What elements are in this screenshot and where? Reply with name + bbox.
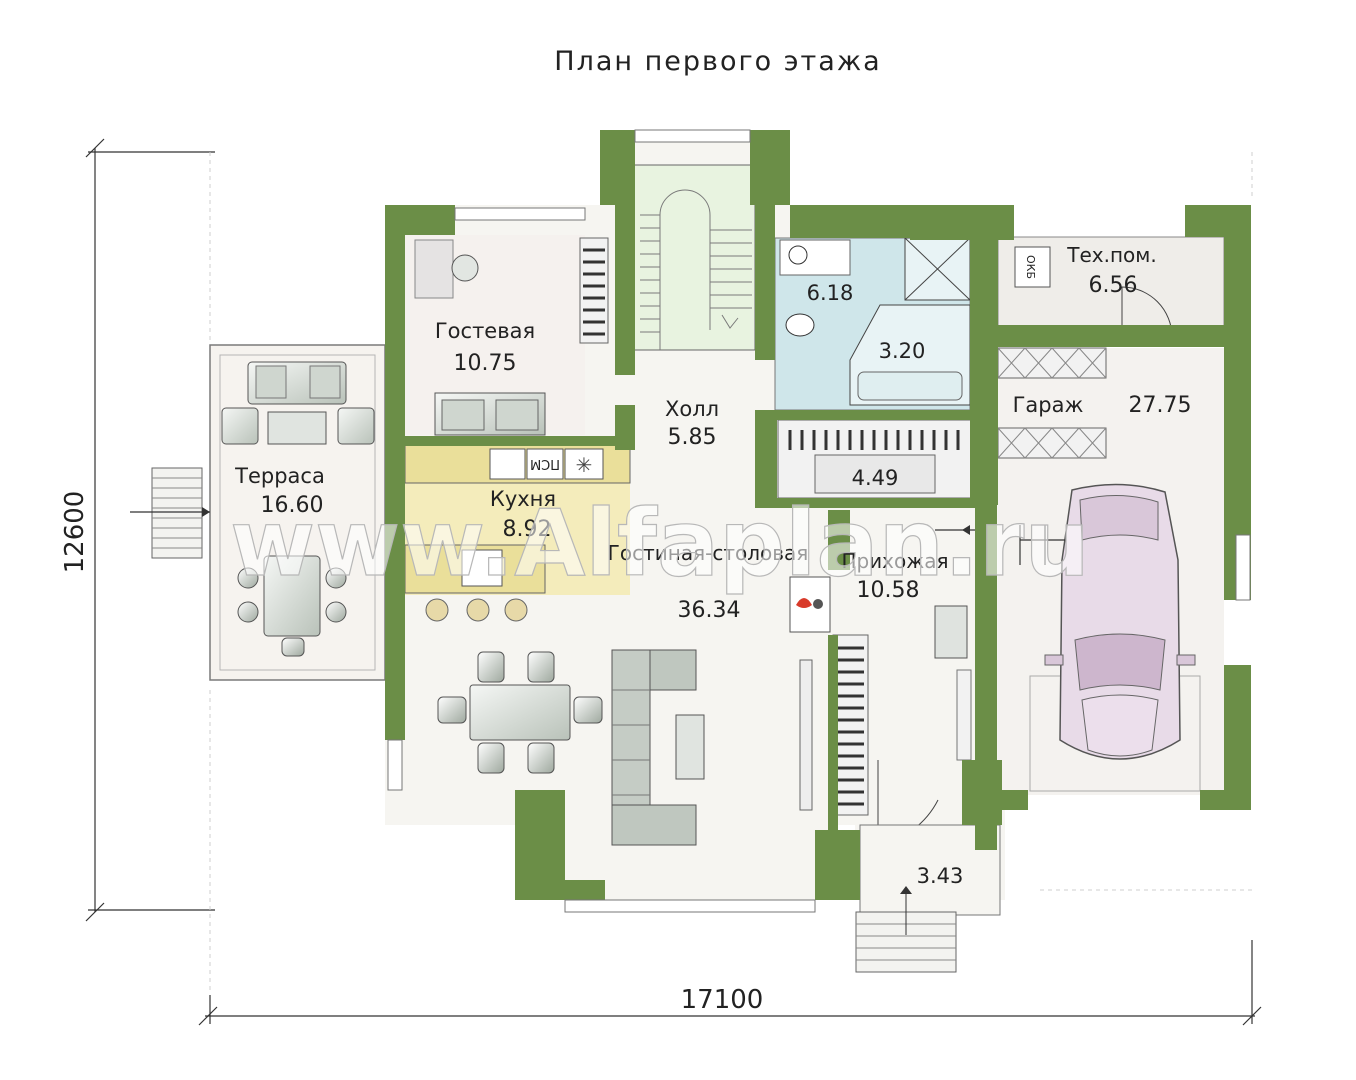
boiler-icon <box>1014 246 1051 288</box>
lamp-icon <box>451 254 479 282</box>
facade-guides <box>209 152 1253 990</box>
stairs <box>640 189 752 350</box>
area-bath-tub: 3.20 <box>879 339 926 363</box>
dimension-width-label: 17100 <box>681 985 764 1015</box>
terrace <box>130 344 386 681</box>
room-name-terrace: Терраса <box>234 464 325 488</box>
room-labels: Терраса 16.60 Гостевая 10.75 Холл 5.85 К… <box>234 243 1191 888</box>
room-name-guest: Гостевая <box>435 319 535 343</box>
guest-wardrobe <box>579 237 609 344</box>
boiler-label: ОКБ <box>1024 255 1037 279</box>
toilet-icon <box>785 313 815 337</box>
plan-title: План первого этажа <box>554 46 881 77</box>
room-name-kitchen: Кухня <box>490 487 556 511</box>
room-area-entrance: 10.58 <box>857 578 920 603</box>
room-area-hall: 5.85 <box>668 425 717 450</box>
pouf-icon <box>934 605 968 659</box>
room-name-living: Гостиная-столовая <box>608 541 809 565</box>
room-area-tech: 6.56 <box>1089 273 1138 298</box>
dishwasher-icon <box>526 448 564 480</box>
stove-icon <box>564 448 604 480</box>
dimension-height <box>85 138 215 922</box>
sofa-icon <box>611 649 697 846</box>
room-area-kitchen: 8.92 <box>503 517 552 542</box>
room-name-garage: Гараж <box>1013 393 1084 417</box>
entrance-wardrobe <box>832 634 869 816</box>
room-area-terrace: 16.60 <box>261 493 324 518</box>
stair-block <box>632 164 756 351</box>
room-name-hall: Холл <box>665 397 719 421</box>
room-area-guest: 10.75 <box>454 351 517 376</box>
dimension-width <box>198 940 1262 1026</box>
room-area-living: 36.34 <box>678 598 741 623</box>
windows <box>387 129 1251 913</box>
watermark: www.Alfaplan.ru <box>230 490 1090 597</box>
area-bathroom: 6.18 <box>807 281 854 305</box>
room-area-garage: 27.75 <box>1129 393 1192 418</box>
room-name-tech: Тех.пом. <box>1066 243 1156 267</box>
area-porch: 3.43 <box>917 864 964 888</box>
garage-shelf-mid <box>997 427 1107 459</box>
area-wardrobe: 4.49 <box>852 466 899 490</box>
car-icon <box>1044 483 1196 760</box>
garage-shelf-top <box>997 347 1107 379</box>
walls <box>385 130 1251 900</box>
stove-burner-icon: ✳ <box>576 453 593 477</box>
dining-table <box>469 684 571 741</box>
sink-icon <box>489 448 526 480</box>
coffee-table <box>675 714 705 780</box>
dishwasher-label: ПСМ <box>530 456 560 471</box>
sink-icon-bath <box>788 245 808 265</box>
dimension-height-label: 12600 <box>60 491 90 574</box>
room-name-entrance: Прихожая <box>841 549 948 573</box>
tv-stand <box>799 659 813 811</box>
cooktop-icon <box>461 549 503 587</box>
